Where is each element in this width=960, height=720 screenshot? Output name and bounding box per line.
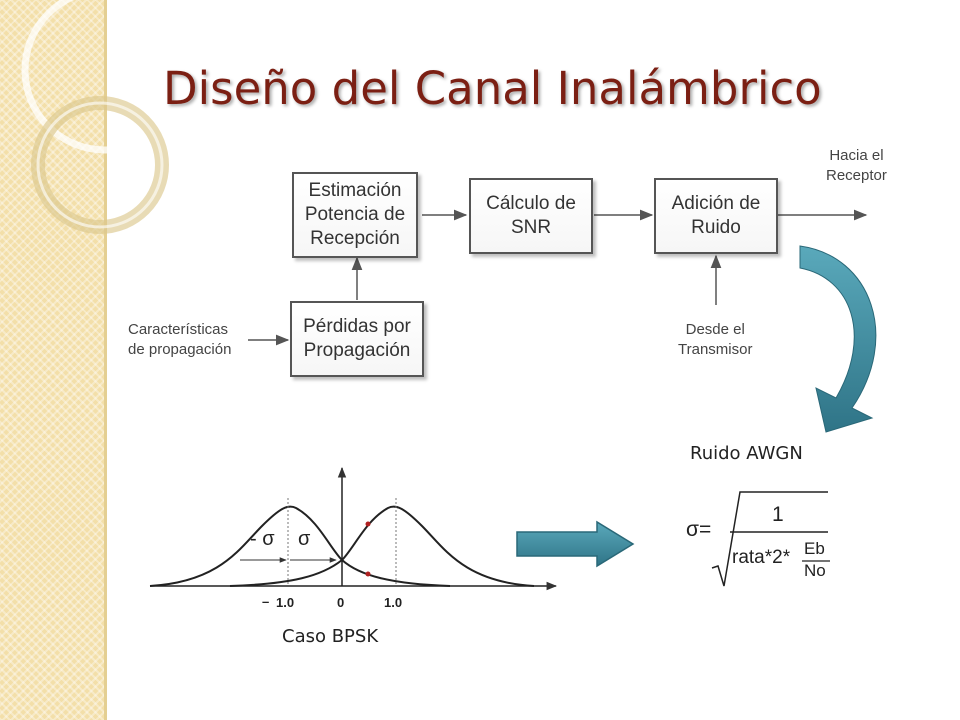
bpsk-plot [149, 466, 558, 591]
formula-eb: Eb [804, 539, 825, 558]
formula-no: No [804, 561, 826, 580]
bpsk-caption: Caso BPSK [282, 626, 379, 647]
block-perdidas-propagacion: Pérdidas por Propagación [290, 301, 424, 377]
block-estimacion-potencia: Estimación Potencia de Recepción [292, 172, 418, 258]
formula-numerator: 1 [772, 503, 784, 526]
right-arrow-icon [516, 520, 635, 568]
formula-graphics [711, 491, 830, 587]
bpsk-tick-minus-sign: – [262, 594, 270, 609]
bpsk-marker-dot-bottom [365, 571, 371, 577]
ruido-awgn-label: Ruido AWGN [690, 443, 803, 464]
decorative-circles [21, 0, 189, 234]
block-calculo-snr: Cálculo de SNR [469, 178, 593, 254]
formula-sigma-equals: σ= [686, 518, 712, 541]
input-desde-transmisor: Desde el Transmisor [678, 321, 753, 358]
sidebar-edge [104, 0, 107, 720]
bpsk-marker-dot-top [365, 521, 371, 527]
input-caracteristicas-propagacion: Características de propagación [128, 321, 232, 358]
bpsk-sigma-right: σ [298, 528, 311, 550]
bpsk-tick-neg: 1.0 [276, 595, 295, 610]
block-adicion-ruido: Adición de Ruido [654, 178, 778, 254]
bpsk-curve-right [229, 505, 535, 587]
block-connectors [248, 209, 868, 346]
output-hacia-receptor: Hacia el Receptor [826, 147, 887, 184]
formula-denominator-prefix: rata*2* [732, 547, 791, 568]
square-root-sign [711, 491, 828, 587]
slide-title: Diseño del Canal Inalámbrico [163, 62, 822, 115]
bpsk-sigma-left: - σ [250, 528, 275, 550]
bpsk-tick-zero: 0 [337, 595, 345, 610]
curved-arrow-icon [799, 245, 877, 433]
bpsk-tick-pos: 1.0 [384, 595, 403, 610]
